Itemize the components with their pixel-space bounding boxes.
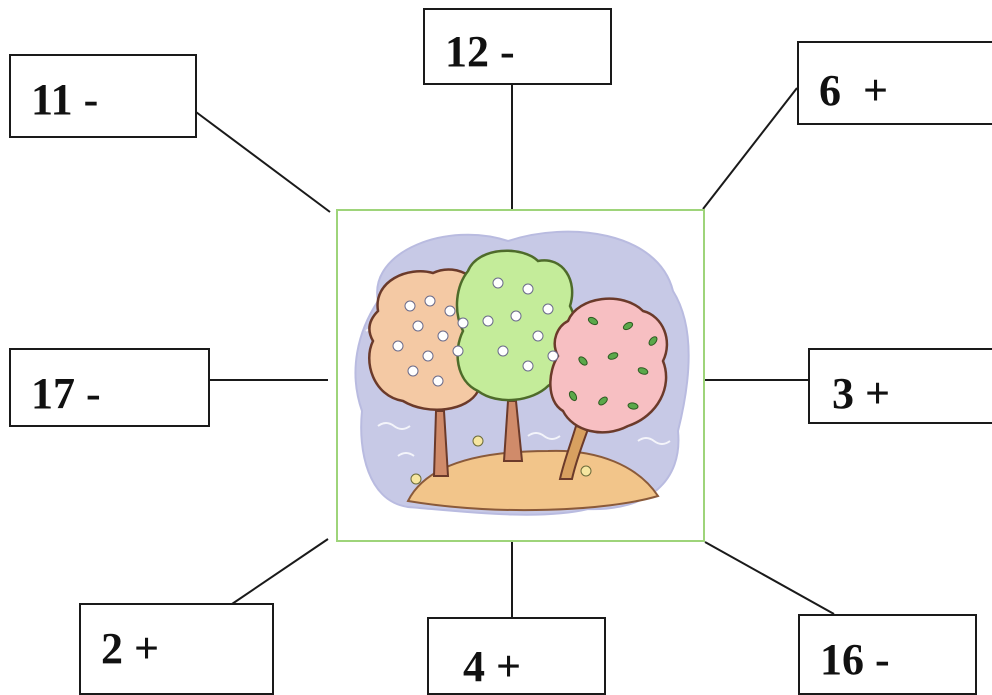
label-box-6-plus: 6 + [797, 41, 992, 125]
label-box-12-minus: 12 - [423, 8, 612, 85]
label-box-3-plus: 3 + [808, 348, 992, 424]
tree-right-canopy [549, 297, 669, 434]
label-text: 17 - [31, 369, 101, 418]
trees-picture [336, 209, 705, 542]
label-text: 4 + [463, 642, 522, 691]
label-text: 16 - [820, 635, 890, 684]
ground-hill [406, 449, 660, 512]
label-text: 11 - [31, 75, 99, 124]
tree-middle-canopy [455, 249, 577, 402]
trees-illustration [354, 230, 690, 516]
label-text: 12 - [445, 27, 515, 76]
label-box-11-minus: 11 - [9, 54, 197, 138]
label-text: 3 + [832, 369, 891, 418]
trunk-right [558, 424, 590, 480]
trunk-left [432, 410, 450, 477]
connector-bottom-right [704, 541, 835, 615]
label-box-17-minus: 17 - [9, 348, 210, 427]
connector-top-right [702, 87, 798, 210]
connector-top-left [195, 111, 331, 213]
label-box-4-plus: 4 + [427, 617, 606, 695]
label-box-2-plus: 2 + [79, 603, 274, 695]
label-text: 6 + [819, 66, 889, 115]
label-box-16-minus: 16 - [798, 614, 977, 695]
connector-bottom-left [231, 538, 329, 605]
label-text: 2 + [101, 624, 160, 673]
